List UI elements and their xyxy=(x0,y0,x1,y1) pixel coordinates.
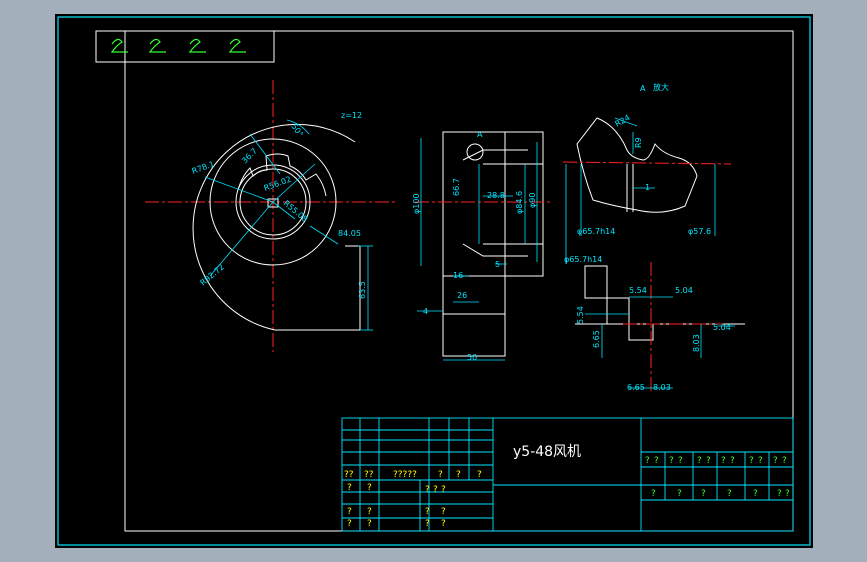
keyway xyxy=(267,198,279,208)
tb-q: ? xyxy=(425,519,430,529)
dim-r9: R9 xyxy=(634,137,643,148)
tb-q: ? xyxy=(758,456,763,466)
dim-554a: 5.54 xyxy=(629,286,647,295)
dim-5: 5 xyxy=(495,260,500,269)
dim-phi57: φ57.6 xyxy=(688,227,711,236)
tb-q: ? xyxy=(654,456,659,466)
tb-q: ? xyxy=(347,507,352,517)
outer-frame xyxy=(57,16,811,546)
tb-q: ? xyxy=(441,485,446,495)
tb-q: ? xyxy=(651,489,656,499)
tb-q: ? xyxy=(721,456,726,466)
detail-label-a: A xyxy=(640,84,646,93)
surface-roughness-mark-icon xyxy=(110,38,246,53)
section-detail-circle xyxy=(466,143,484,161)
cad-drawing[interactable]: R78.1 R56.02 R55.08 36.7 R92.72 50° 84.0… xyxy=(55,14,813,548)
tb-q: ? xyxy=(777,489,782,499)
drawing-viewport[interactable]: R78.1 R56.02 R55.08 36.7 R92.72 50° 84.0… xyxy=(55,14,813,548)
section-view: A φ100 66.7 28.8 φ84.6 φ90 16 5 26 4 50 xyxy=(412,130,553,362)
tb-q: ? xyxy=(730,456,735,466)
detail-title: 放大 xyxy=(653,82,669,92)
note-teeth: z=12 xyxy=(341,111,362,120)
dim-63: 63.5 xyxy=(358,281,367,299)
key-view: 5.54 5.04 5.54 5.04 6.65 8.03 6.65 8.03 xyxy=(575,262,745,392)
tb-q: ? xyxy=(477,470,482,480)
tb-q: ? xyxy=(347,519,352,529)
corner-mark-box xyxy=(95,30,275,63)
dim-66: 66.7 xyxy=(452,178,461,196)
tb-q: ? xyxy=(425,485,430,495)
tb-q: ? xyxy=(773,456,778,466)
dim-504b: 5.04 xyxy=(713,323,731,332)
tb-q: ? xyxy=(425,507,430,517)
tb-q: ? xyxy=(753,489,758,499)
dim-phi90: φ90 xyxy=(528,193,537,208)
dim-504a: 5.04 xyxy=(675,286,693,295)
tb-q: ? xyxy=(645,456,650,466)
tb-q: ? xyxy=(669,456,674,466)
detail-view: A 放大 R24 R9 1 φ65.7h14 φ57.6 φ65.7h14 xyxy=(562,82,732,264)
title-block-cells: ?? ?? ????? ? ? ? ? ? ? ? ? ? ? ? ? ? ? … xyxy=(344,456,790,529)
dim-r24: R24 xyxy=(614,113,632,129)
dim-803a: 8.03 xyxy=(692,334,701,352)
tb-q: ? xyxy=(367,519,372,529)
tb-q: ? xyxy=(749,456,754,466)
tb-q: ? xyxy=(441,507,446,517)
label-a: A xyxy=(477,130,483,139)
tb-q: ? xyxy=(441,519,446,529)
title-block-name: y5-48风机 xyxy=(513,444,581,460)
dim-36: 36.7 xyxy=(240,146,259,165)
dim-4: 4 xyxy=(423,307,428,316)
tb-q: ? xyxy=(706,456,711,466)
blade-profile xyxy=(237,153,327,197)
title-block xyxy=(341,417,794,532)
dim-r92: R92.72 xyxy=(199,262,227,287)
dim-r56: R56.02 xyxy=(263,175,293,193)
front-view: R78.1 R56.02 R55.08 36.7 R92.72 50° 84.0… xyxy=(145,80,395,352)
tb-q: ?? xyxy=(344,470,354,480)
tb-q: ? xyxy=(367,507,372,517)
tb-q: ? xyxy=(727,489,732,499)
dim-phi65b: φ65.7h14 xyxy=(564,255,602,264)
detail-tooth xyxy=(576,117,698,213)
tb-q: ????? xyxy=(393,470,417,480)
tb-q: ? xyxy=(678,456,683,466)
detail-centerline xyxy=(562,161,732,165)
dim-28: 28.8 xyxy=(487,191,505,200)
dim-r78: R78.1 xyxy=(191,159,216,175)
dim-16: 16 xyxy=(453,271,463,280)
tb-q: ? xyxy=(347,483,352,493)
dim-phi100: φ100 xyxy=(412,193,421,214)
tb-q: ? xyxy=(782,456,787,466)
dim-803b: 8.03 xyxy=(653,383,671,392)
dim-665b: 6.65 xyxy=(627,383,645,392)
impeller-outer xyxy=(209,138,337,266)
dim-phi65a: φ65.7h14 xyxy=(577,227,615,236)
dim-665a: 6.65 xyxy=(592,330,601,348)
dim-50: 50 xyxy=(467,353,477,362)
tb-q: ? xyxy=(367,483,372,493)
tb-q: ?? xyxy=(364,470,374,480)
tb-q: ? xyxy=(456,470,461,480)
tb-q: ? xyxy=(677,489,682,499)
dim-26: 26 xyxy=(457,291,467,300)
tb-q: ? xyxy=(697,456,702,466)
tb-q: ? xyxy=(701,489,706,499)
volute-outline xyxy=(192,123,361,331)
dim-phi84: φ84.6 xyxy=(515,191,524,214)
tb-q: ? xyxy=(438,470,443,480)
dim-84: 84.05 xyxy=(338,229,361,238)
tb-q: ? xyxy=(433,485,438,495)
key-profile xyxy=(584,265,654,341)
dim-1: 1 xyxy=(645,183,650,192)
dim-554b: 5.54 xyxy=(576,306,585,324)
tb-q: ? xyxy=(785,489,790,499)
